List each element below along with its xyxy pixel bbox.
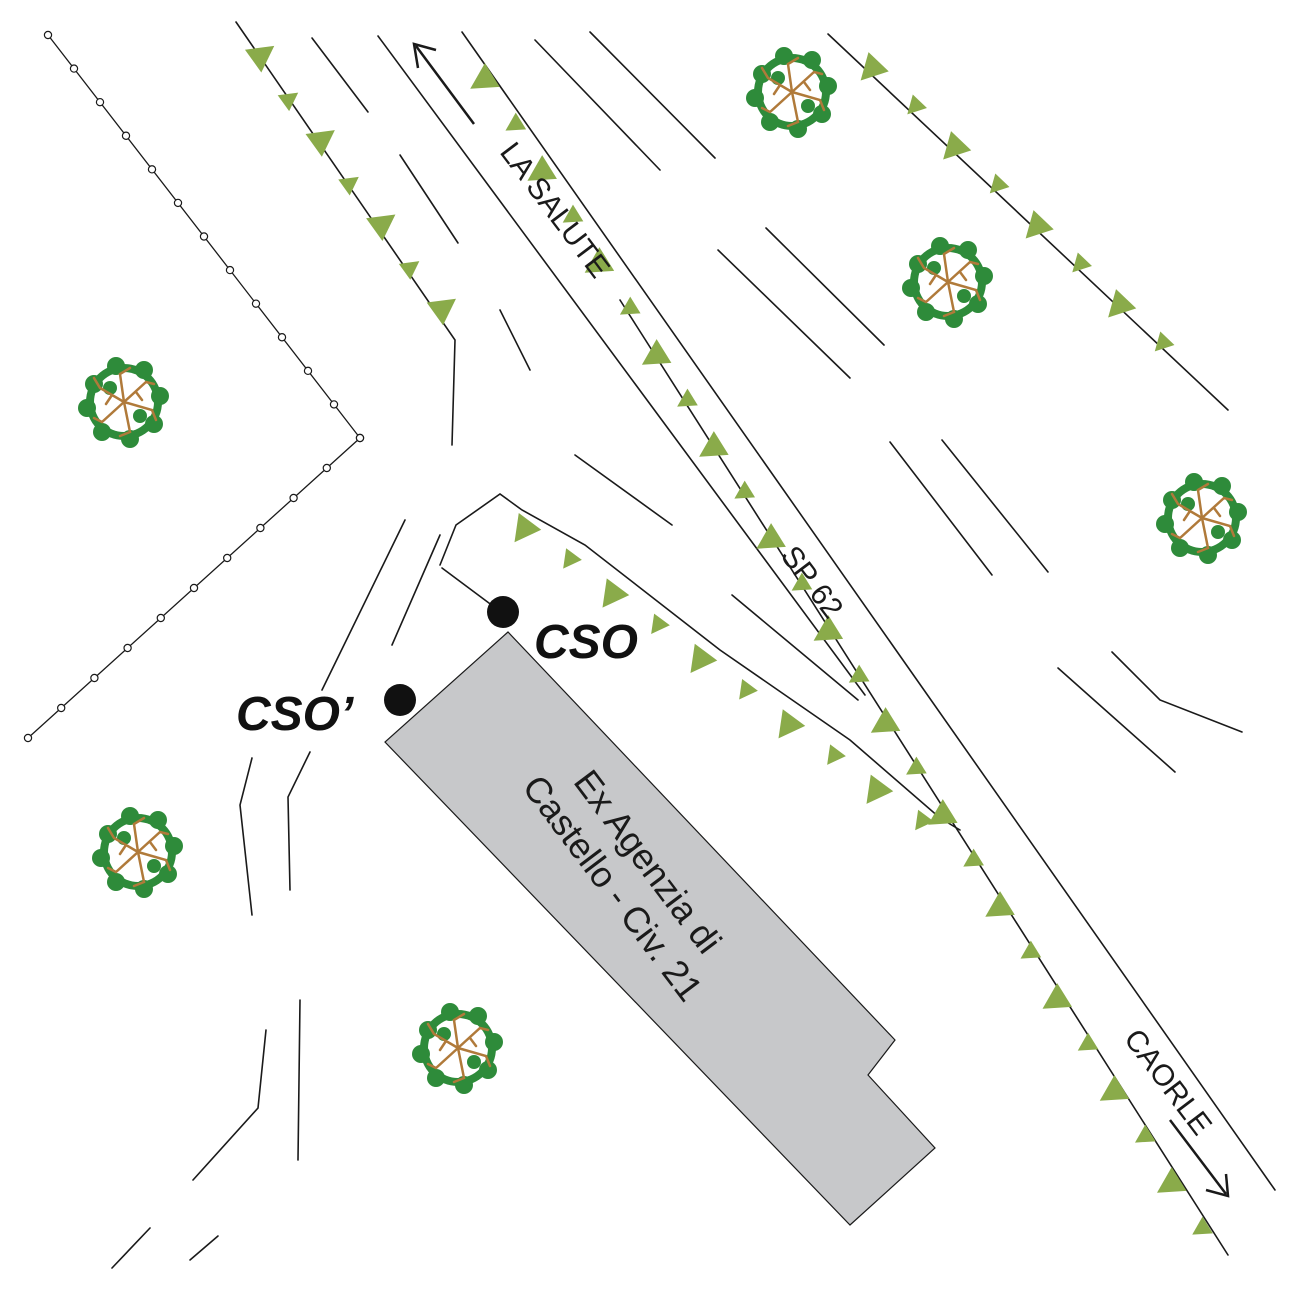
fence-post-icon bbox=[173, 198, 183, 208]
road-label-caorle: CAORLE bbox=[1117, 1023, 1218, 1141]
embankment-triangle-icon bbox=[641, 339, 672, 365]
tree-icon bbox=[1154, 471, 1249, 566]
embankment-triangle-icon bbox=[756, 523, 786, 549]
fence-post-icon bbox=[355, 433, 365, 443]
fence-post-icon bbox=[256, 523, 265, 533]
fence-post-icon bbox=[289, 493, 298, 503]
embankment-triangle-icon bbox=[584, 247, 615, 273]
embankment-triangle-icon bbox=[827, 744, 846, 765]
tree-icon bbox=[90, 805, 185, 900]
embankment-triangle-icon bbox=[928, 799, 958, 825]
fence-post-icon bbox=[69, 64, 79, 73]
fence-post-icon bbox=[251, 299, 261, 308]
embankment-triangle-icon bbox=[277, 92, 299, 112]
embankment-triangle-icon bbox=[366, 214, 396, 242]
embankment-triangle-icon bbox=[505, 112, 527, 131]
embankment-triangle-icon bbox=[562, 204, 584, 223]
embankment-triangle-icon bbox=[1020, 940, 1042, 959]
embankment-triangle-icon bbox=[1042, 983, 1073, 1009]
building bbox=[384, 631, 936, 1226]
fence-post-icon bbox=[147, 165, 157, 174]
embankment-triangle-icon bbox=[906, 756, 927, 775]
embankment-triangle-icon bbox=[870, 707, 901, 733]
embankment-triangle-icon bbox=[860, 52, 889, 81]
tree-icon bbox=[900, 235, 995, 330]
embankment-triangle-icon bbox=[619, 296, 641, 315]
embankment-triangle-icon bbox=[305, 130, 335, 157]
arrow-southeast-icon bbox=[1169, 1119, 1230, 1198]
embankment-triangle-icon bbox=[1072, 252, 1092, 273]
fence-post-icon bbox=[329, 400, 339, 409]
road-label-middle: SP 62 bbox=[774, 540, 849, 625]
fence-post-icon bbox=[222, 553, 232, 563]
embankment-triangle-icon bbox=[244, 45, 275, 73]
embankment-triangle-icon bbox=[398, 261, 420, 280]
arrow-northwest-icon bbox=[412, 42, 476, 125]
embankment-triangle-icon bbox=[943, 131, 972, 160]
embankment-triangle-icon bbox=[1154, 331, 1175, 352]
embankment-triangle-icon bbox=[848, 664, 870, 683]
cso-prime-label: CSO’ bbox=[236, 688, 354, 741]
embankment-triangle-icon bbox=[690, 643, 718, 674]
road-label-la-salute: LA SALUTE bbox=[493, 136, 616, 284]
embankment-triangle-icon bbox=[527, 155, 557, 181]
embankment-triangle-icon bbox=[699, 431, 729, 457]
embankment-triangle-icon bbox=[1108, 289, 1137, 318]
embankment-triangle-icon bbox=[1157, 1167, 1187, 1193]
embankment-triangle-icon bbox=[338, 176, 359, 196]
fence-post-icon bbox=[225, 265, 235, 275]
fence-post-icon bbox=[156, 613, 165, 623]
embankment-triangle-icon bbox=[963, 848, 984, 867]
fence-post-icon bbox=[90, 673, 99, 683]
fence-post-icon bbox=[189, 583, 199, 593]
embankment-triangle-icon bbox=[866, 774, 894, 804]
road-label-south: CAORLE bbox=[1117, 1023, 1218, 1141]
cso-label: CSO bbox=[534, 616, 638, 669]
fence-post-icon bbox=[277, 333, 287, 342]
embankment-triangle-icon bbox=[470, 63, 500, 89]
embankment-triangle-icon bbox=[514, 512, 542, 543]
embankment-triangle-icon bbox=[563, 548, 582, 569]
fence-line bbox=[23, 30, 365, 743]
embankment-triangle-icon bbox=[1099, 1075, 1130, 1101]
embankment-markers bbox=[244, 45, 1213, 1235]
embankment-triangle-icon bbox=[778, 709, 806, 739]
fence-post-icon bbox=[23, 733, 33, 743]
embankment-triangle-icon bbox=[1135, 1124, 1156, 1143]
embankment-triangle-icon bbox=[989, 173, 1010, 194]
embankment-triangle-icon bbox=[813, 615, 844, 641]
embankment-triangle-icon bbox=[1077, 1032, 1099, 1051]
fence-post-icon bbox=[322, 463, 331, 473]
embankment-triangle-icon bbox=[1192, 1216, 1213, 1235]
embankment-triangle-icon bbox=[651, 613, 670, 635]
fence-post-icon bbox=[43, 30, 53, 40]
embankment-triangle-icon bbox=[1025, 210, 1054, 239]
tree-icon bbox=[744, 45, 839, 140]
road-label-sp62: SP 62 bbox=[774, 540, 849, 625]
embankment-triangle-icon bbox=[791, 572, 813, 591]
road-label-north: LA SALUTE bbox=[493, 136, 616, 284]
fence-post-icon bbox=[121, 131, 131, 140]
fence-post-icon bbox=[57, 703, 66, 713]
embankment-triangle-icon bbox=[677, 388, 698, 407]
manhole-dot-icon bbox=[384, 684, 416, 716]
tree-icon bbox=[76, 355, 171, 450]
embankment-triangle-icon bbox=[739, 679, 758, 700]
road-lines bbox=[111, 21, 1276, 1269]
fence-post-icon bbox=[199, 232, 209, 241]
manhole-dot-icon bbox=[487, 596, 519, 628]
embankment-triangle-icon bbox=[985, 891, 1015, 917]
fence-post-icon bbox=[95, 97, 105, 107]
embankment-triangle-icon bbox=[426, 298, 456, 326]
embankment-triangle-icon bbox=[907, 94, 927, 115]
embankment-triangle-icon bbox=[602, 578, 630, 608]
embankment-triangle-icon bbox=[734, 480, 756, 499]
fence-post-icon bbox=[303, 366, 313, 376]
embankment-triangle-icon bbox=[915, 809, 934, 831]
fence-post-icon bbox=[123, 643, 132, 653]
tree-icon bbox=[410, 1001, 505, 1096]
